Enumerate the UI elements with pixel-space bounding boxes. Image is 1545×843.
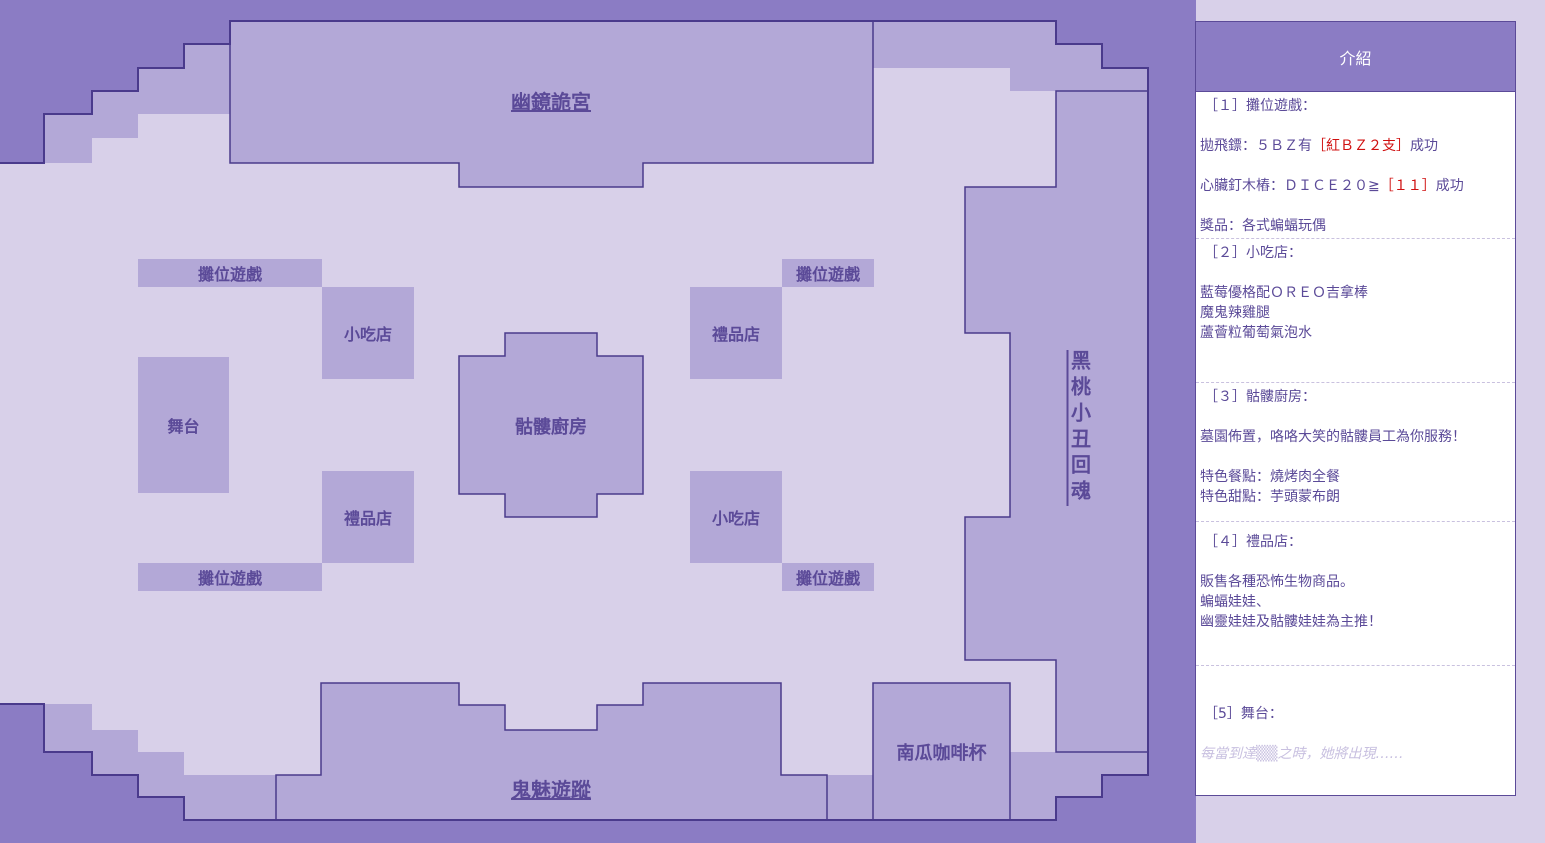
room-haunted-mirror-palace[interactable] (229, 20, 874, 188)
section-title: ［３］骷髏廚房： (1204, 389, 1316, 405)
label-haunted-mirror-palace[interactable]: 幽鏡詭宮 (511, 89, 591, 114)
stall-booth-game-tr[interactable] (782, 259, 874, 287)
intro-panel: 介紹 ［１］攤位遊戲： 拋飛鏢：５ＢＺ有［紅ＢＺ２支］成功 心臟釘木樁：ＤＩＣＥ… (1195, 21, 1516, 796)
stall-snack-right[interactable] (690, 471, 782, 563)
section-title: ［１］攤位遊戲： (1204, 98, 1316, 114)
section-gift-shop: ［４］禮品店： 販售各種恐怖生物商品。 蝙蝠娃娃、 幽靈娃娃及骷髏娃娃為主推！ (1196, 522, 1515, 666)
label-joker-return[interactable]: 黑桃小丑回魂 (1067, 350, 1092, 506)
label-snack-right: 小吃店 (711, 509, 760, 528)
section-line: 魔鬼辣雞腿 (1200, 305, 1270, 321)
corner-steps-bottom-mid (827, 775, 873, 820)
section-line: 獎品：各式蝙蝠玩偶 (1200, 218, 1326, 234)
label-booth-game-br: 攤位遊戲 (795, 569, 860, 588)
section-booth-game: ［１］攤位遊戲： 拋飛鏢：５ＢＺ有［紅ＢＺ２支］成功 心臟釘木樁：ＤＩＣＥ２０≧… (1196, 92, 1515, 239)
label-skeleton-kitchen: 骷髏廚房 (515, 417, 587, 438)
stall-stage[interactable] (138, 357, 229, 493)
section-line: 蘆薈粒葡萄氣泡水 (1200, 325, 1312, 341)
section-line: 蝙蝠娃娃、 (1200, 594, 1270, 610)
section-line: 拋飛鏢：５ＢＺ有［紅ＢＺ２支］成功 (1200, 138, 1438, 154)
outer-wall-left-top (0, 20, 1149, 821)
section-line: 心臟釘木樁：ＤＩＣＥ２０≧［１１］成功 (1200, 178, 1464, 194)
corner-steps-top-right (873, 21, 1148, 91)
stall-gift-right[interactable] (690, 287, 782, 379)
stall-gift-left[interactable] (322, 471, 414, 563)
section-line: 特色甜點：芋頭蒙布朗 (1200, 489, 1340, 505)
section-line: 藍莓優格配ＯＲＥＯ吉拿棒 (1200, 285, 1368, 301)
corner-steps-top-left (44, 44, 230, 163)
room-ghost-trail[interactable] (275, 682, 828, 821)
label-pumpkin-cups: 南瓜咖啡杯 (896, 743, 987, 764)
label-booth-game-tl: 攤位遊戲 (197, 265, 262, 284)
label-gift-left: 禮品店 (343, 509, 392, 528)
label-snack-left: 小吃店 (343, 325, 392, 344)
section-line: 墓園佈置，咯咯大笑的骷髏員工為你服務！ (1200, 429, 1466, 445)
section-title: ［２］小吃店： (1204, 245, 1302, 261)
room-pumpkin-cups[interactable] (872, 682, 1011, 821)
label-gift-right: 禮品店 (711, 325, 760, 344)
section-skeleton-kitchen: ［３］骷髏廚房： 墓園佈置，咯咯大笑的骷髏員工為你服務！ 特色餐點：燒烤肉全餐 … (1196, 383, 1515, 522)
section-line-hidden-hint: 每當到達▒▒之時，她將出現…… (1200, 746, 1404, 762)
section-title: ［5］舞台： (1204, 706, 1283, 722)
label-booth-game-bl: 攤位遊戲 (197, 569, 262, 588)
stall-booth-game-bl[interactable] (138, 563, 322, 591)
room-skeleton-kitchen[interactable] (458, 332, 644, 518)
stall-booth-game-br[interactable] (782, 563, 874, 591)
section-title: ［４］禮品店： (1204, 534, 1302, 550)
stall-snack-left[interactable] (322, 287, 414, 379)
section-line: 販售各種恐怖生物商品。 (1200, 574, 1354, 590)
corner-steps-bottom-left (44, 704, 276, 820)
corner-steps-bottom-right (1010, 752, 1148, 820)
label-stage: 舞台 (167, 417, 200, 436)
label-ghost-trail[interactable]: 鬼魅遊蹤 (511, 777, 591, 802)
section-snack-shop: ［２］小吃店： 藍莓優格配ＯＲＥＯ吉拿棒 魔鬼辣雞腿 蘆薈粒葡萄氣泡水 (1196, 239, 1515, 383)
venue-map (0, 0, 1196, 843)
section-line: 特色餐點：燒烤肉全餐 (1200, 469, 1340, 485)
label-booth-game-tr: 攤位遊戲 (795, 265, 860, 284)
panel-header: 介紹 (1196, 22, 1515, 92)
section-stage: ［5］舞台： 每當到達▒▒之時，她將出現…… (1196, 666, 1515, 770)
stall-booth-game-tl[interactable] (138, 259, 322, 287)
section-line: 幽靈娃娃及骷髏娃娃為主推！ (1200, 614, 1382, 630)
